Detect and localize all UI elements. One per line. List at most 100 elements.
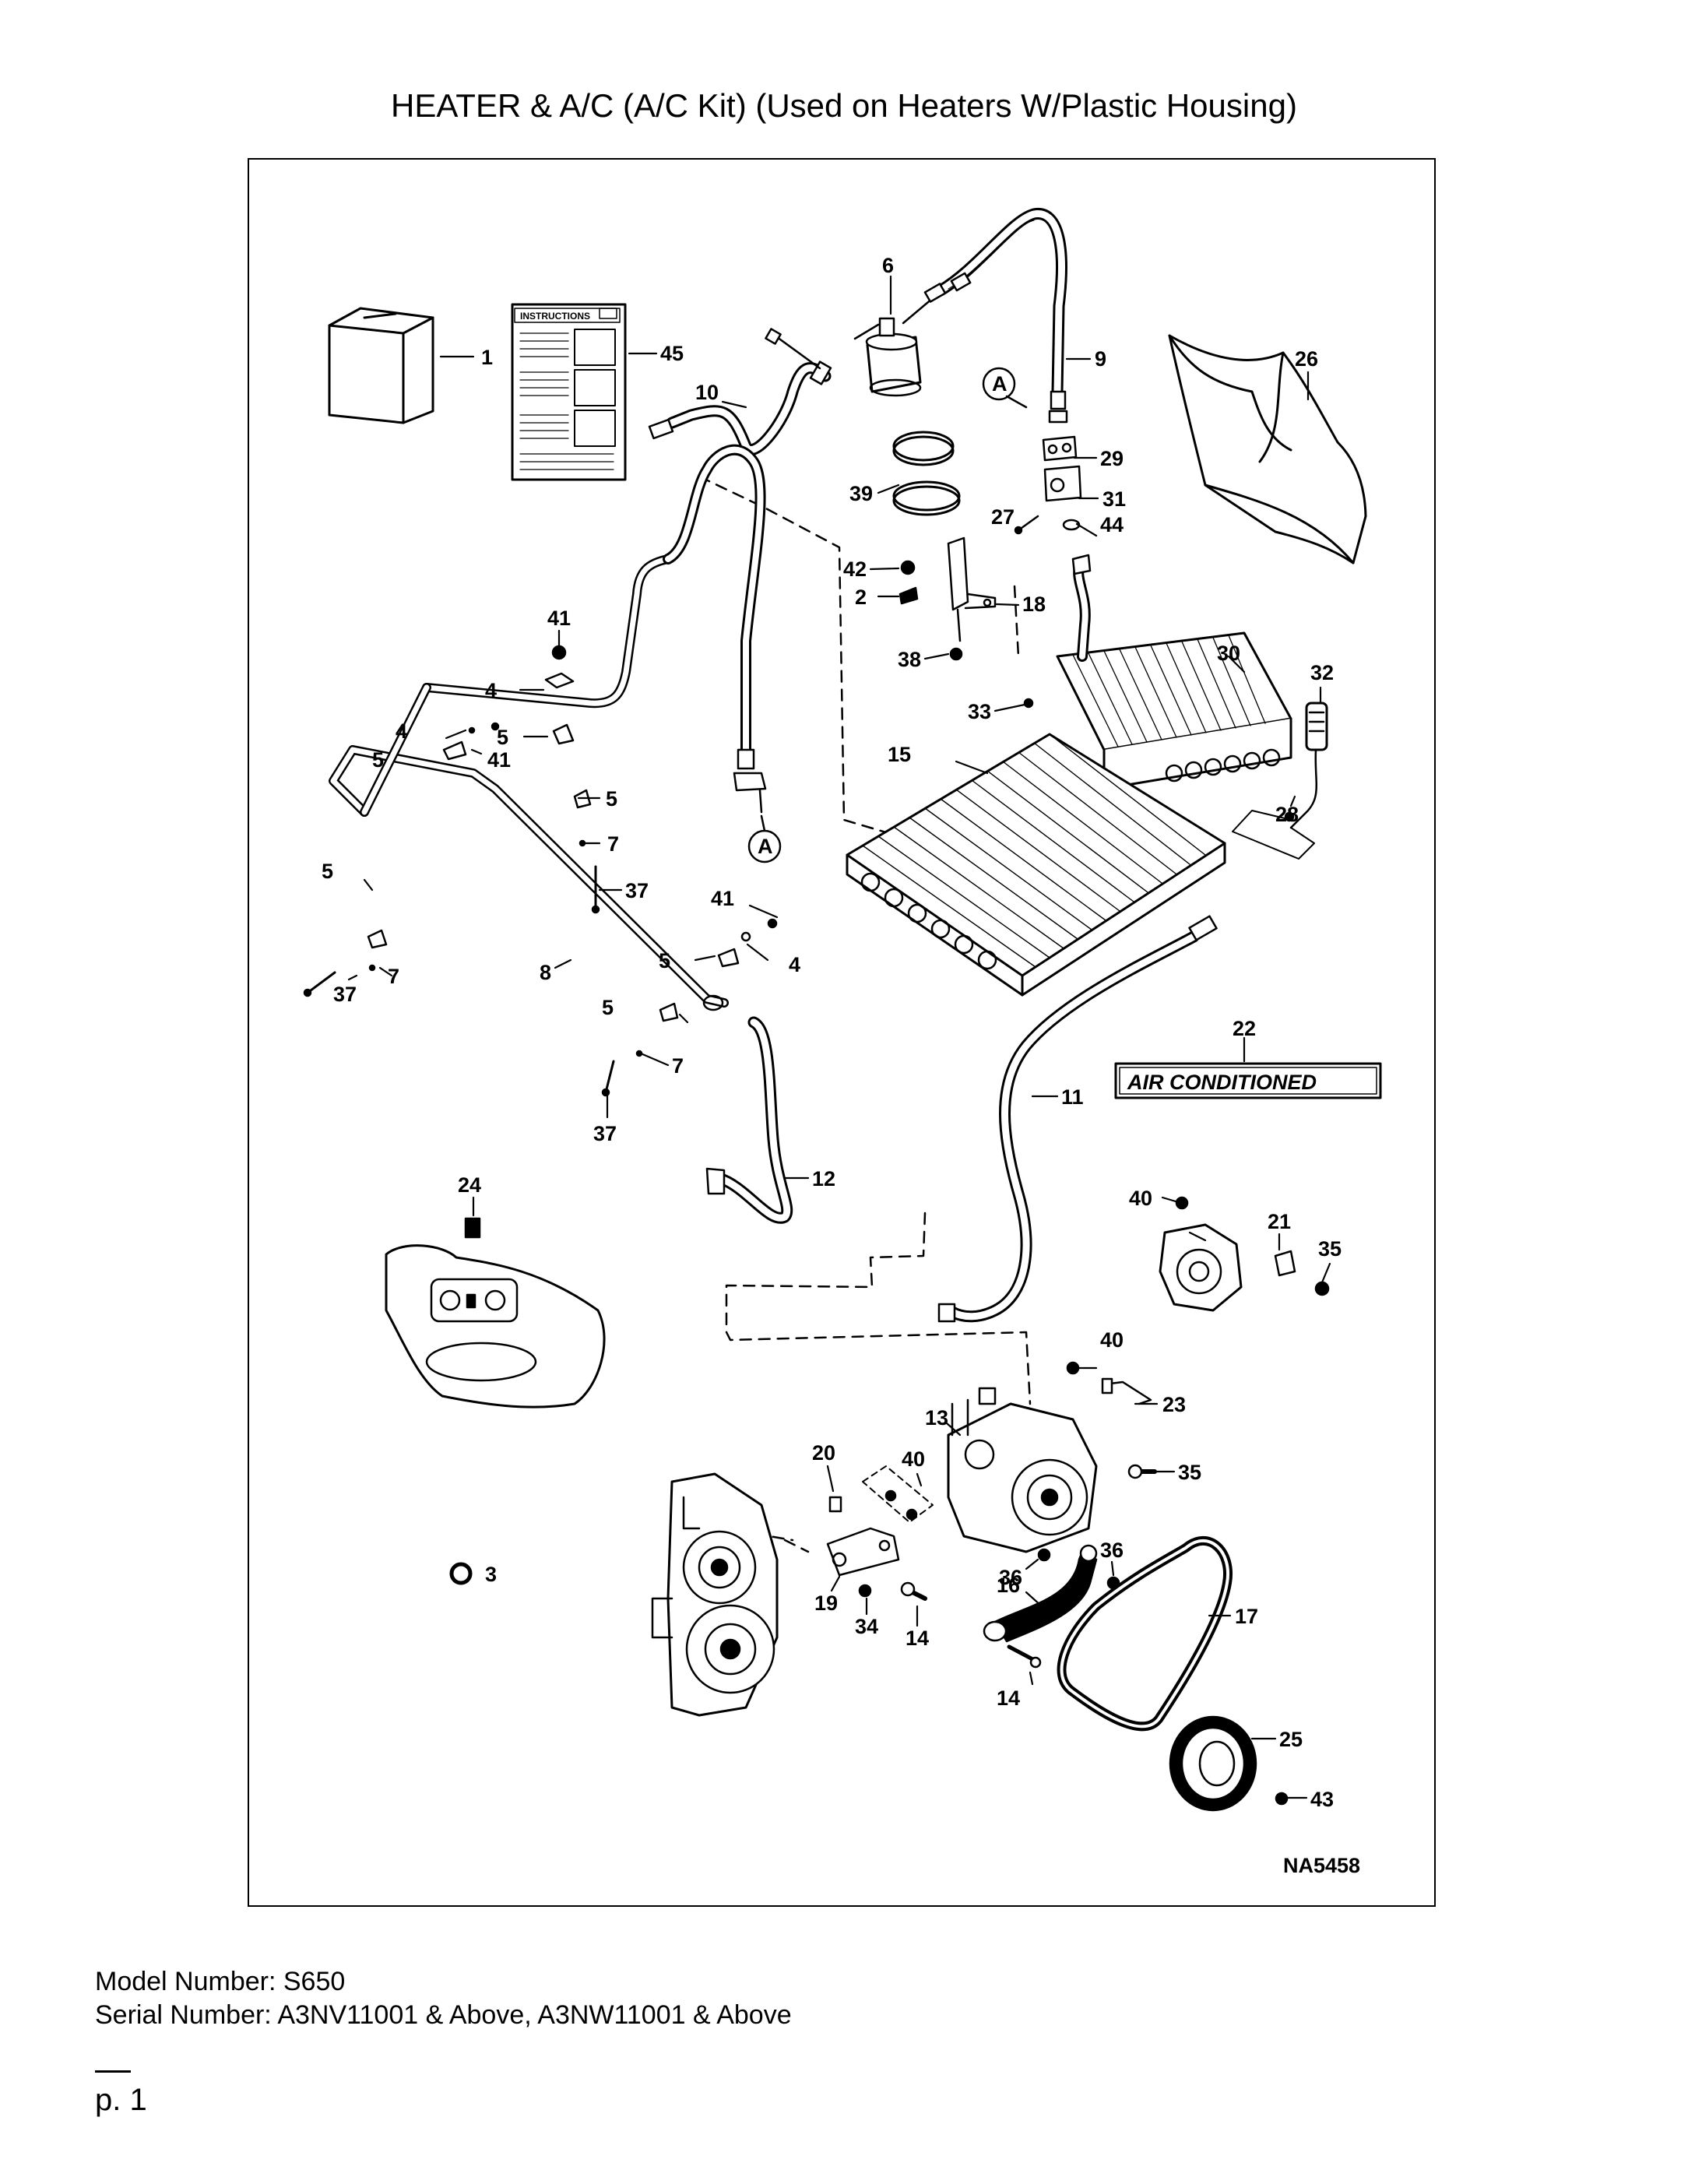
model-number: Model Number: S650 (95, 1967, 346, 1996)
nut-part-40c (1066, 1361, 1080, 1375)
tensioner-part-16 (983, 1544, 1120, 1669)
callout: 4 (485, 679, 497, 702)
washer-part-2 (899, 586, 919, 605)
instructions-label: INSTRUCTIONS (520, 311, 590, 322)
callout: 36 (1100, 1539, 1124, 1562)
air-conditioned-decal-part-22: AIR CONDITIONED (1114, 1062, 1382, 1099)
clamp-set-upper (544, 645, 600, 914)
callout-labels: 1 45 6 9 26 10 29 39 31 27 44 42 2 18 41… (322, 254, 1360, 1877)
callout: 35 (1318, 1237, 1342, 1261)
nut-part-40b (906, 1508, 918, 1521)
compressor-assembly-part-21 (1159, 1196, 1330, 1312)
clip-part-3 (449, 1562, 473, 1585)
callout: 7 (607, 832, 619, 856)
thermostat-switch-part-32 (1289, 702, 1328, 829)
callout: 36 (999, 1566, 1022, 1589)
expansion-valve-part-31 (1043, 465, 1082, 502)
page-divider (95, 2070, 131, 2073)
callout: 17 (1235, 1605, 1258, 1628)
bolt-part-20 (828, 1496, 842, 1513)
callout: 34 (855, 1615, 878, 1638)
callout: 35 (1178, 1461, 1201, 1484)
condenser-part-15 (846, 733, 1226, 997)
capillary-tube-part-28 (1232, 810, 1315, 860)
pulley-part-25 (1169, 1715, 1257, 1812)
clamp-set-left (303, 722, 500, 997)
bolt-part-43 (1275, 1792, 1289, 1806)
figure-id: NA5458 (1283, 1854, 1360, 1877)
bracket-part-18 (947, 536, 997, 642)
page-number: p. 1 (95, 2083, 147, 2117)
callout: 5 (606, 787, 617, 811)
fitting-part-29 (1042, 435, 1078, 462)
clamps-part-39 (892, 431, 961, 516)
callout: 22 (1233, 1017, 1256, 1040)
connector-marker-a-upper: A (982, 367, 1028, 409)
callout: 5 (372, 748, 384, 772)
callout: 8 (540, 961, 551, 984)
diagram-frame (248, 158, 1436, 1907)
callout: 1 (481, 346, 493, 369)
callout: 41 (547, 607, 571, 630)
callout: 19 (814, 1591, 838, 1615)
callout: 6 (882, 254, 894, 277)
callout: 3 (485, 1563, 497, 1586)
belt-part-17 (1057, 1535, 1233, 1732)
heater-cover-part-26 (1168, 334, 1367, 564)
callout: 33 (968, 700, 991, 723)
leader-lines (347, 275, 1331, 1799)
bolt-part-14 (900, 1581, 927, 1601)
callout: 15 (888, 743, 911, 766)
callout: 14 (997, 1686, 1020, 1710)
callout: 9 (1095, 347, 1106, 371)
kit-box-part-1 (328, 307, 434, 424)
nut-group-outline (862, 1465, 934, 1523)
callout: 31 (1102, 487, 1126, 511)
callout: 5 (602, 996, 614, 1019)
callout: 23 (1162, 1393, 1186, 1416)
callout: 45 (660, 342, 684, 365)
callout: 25 (1279, 1728, 1303, 1751)
bolt-part-36 (1037, 1548, 1051, 1562)
washer-part-34 (858, 1584, 872, 1598)
dashed-flow-lines (696, 464, 1032, 1553)
callout: 7 (672, 1054, 684, 1078)
callout: 27 (991, 505, 1015, 529)
callout: 37 (333, 983, 357, 1006)
callout: 41 (711, 887, 734, 910)
bracket-part-19 (826, 1527, 900, 1577)
callout: 39 (849, 482, 873, 505)
control-panel-part-24 (385, 1217, 606, 1409)
receiver-drier-part-6 (853, 297, 934, 397)
instructions-sheet-part-45: INSTRUCTIONS (511, 303, 627, 481)
evaporator-part-30 (1056, 554, 1292, 790)
decal-text: AIR CONDITIONED (1127, 1071, 1317, 1094)
callout: 26 (1295, 347, 1318, 371)
nut-part-42 (900, 560, 916, 575)
screw-part-33 (1023, 698, 1034, 709)
bracket-part-23 (1101, 1377, 1152, 1405)
hose-part-10 (648, 328, 832, 455)
callout: 4 (396, 719, 407, 743)
callout: 38 (898, 648, 921, 671)
connector-marker-a-lower: A (747, 814, 782, 863)
engine-block (651, 1472, 779, 1717)
bolt-part-35 (1127, 1464, 1157, 1479)
callout: 13 (925, 1406, 948, 1430)
callout: 12 (812, 1167, 835, 1190)
callout: 5 (497, 726, 508, 749)
callout: 32 (1310, 661, 1334, 684)
callout: 7 (388, 965, 399, 988)
tube-part-8 (329, 554, 729, 1011)
callout: 2 (855, 586, 867, 609)
screw-part-27 (1014, 515, 1039, 535)
callout: 16 (997, 1574, 1020, 1597)
callout: 14 (906, 1627, 929, 1650)
callout: 10 (695, 381, 719, 404)
callout: 37 (593, 1122, 617, 1145)
callout: 40 (1129, 1187, 1152, 1210)
callout: 44 (1100, 513, 1124, 536)
callout: 20 (812, 1441, 835, 1465)
hose-part-12 (705, 1016, 793, 1224)
compressor-part-13 (947, 1387, 1098, 1553)
